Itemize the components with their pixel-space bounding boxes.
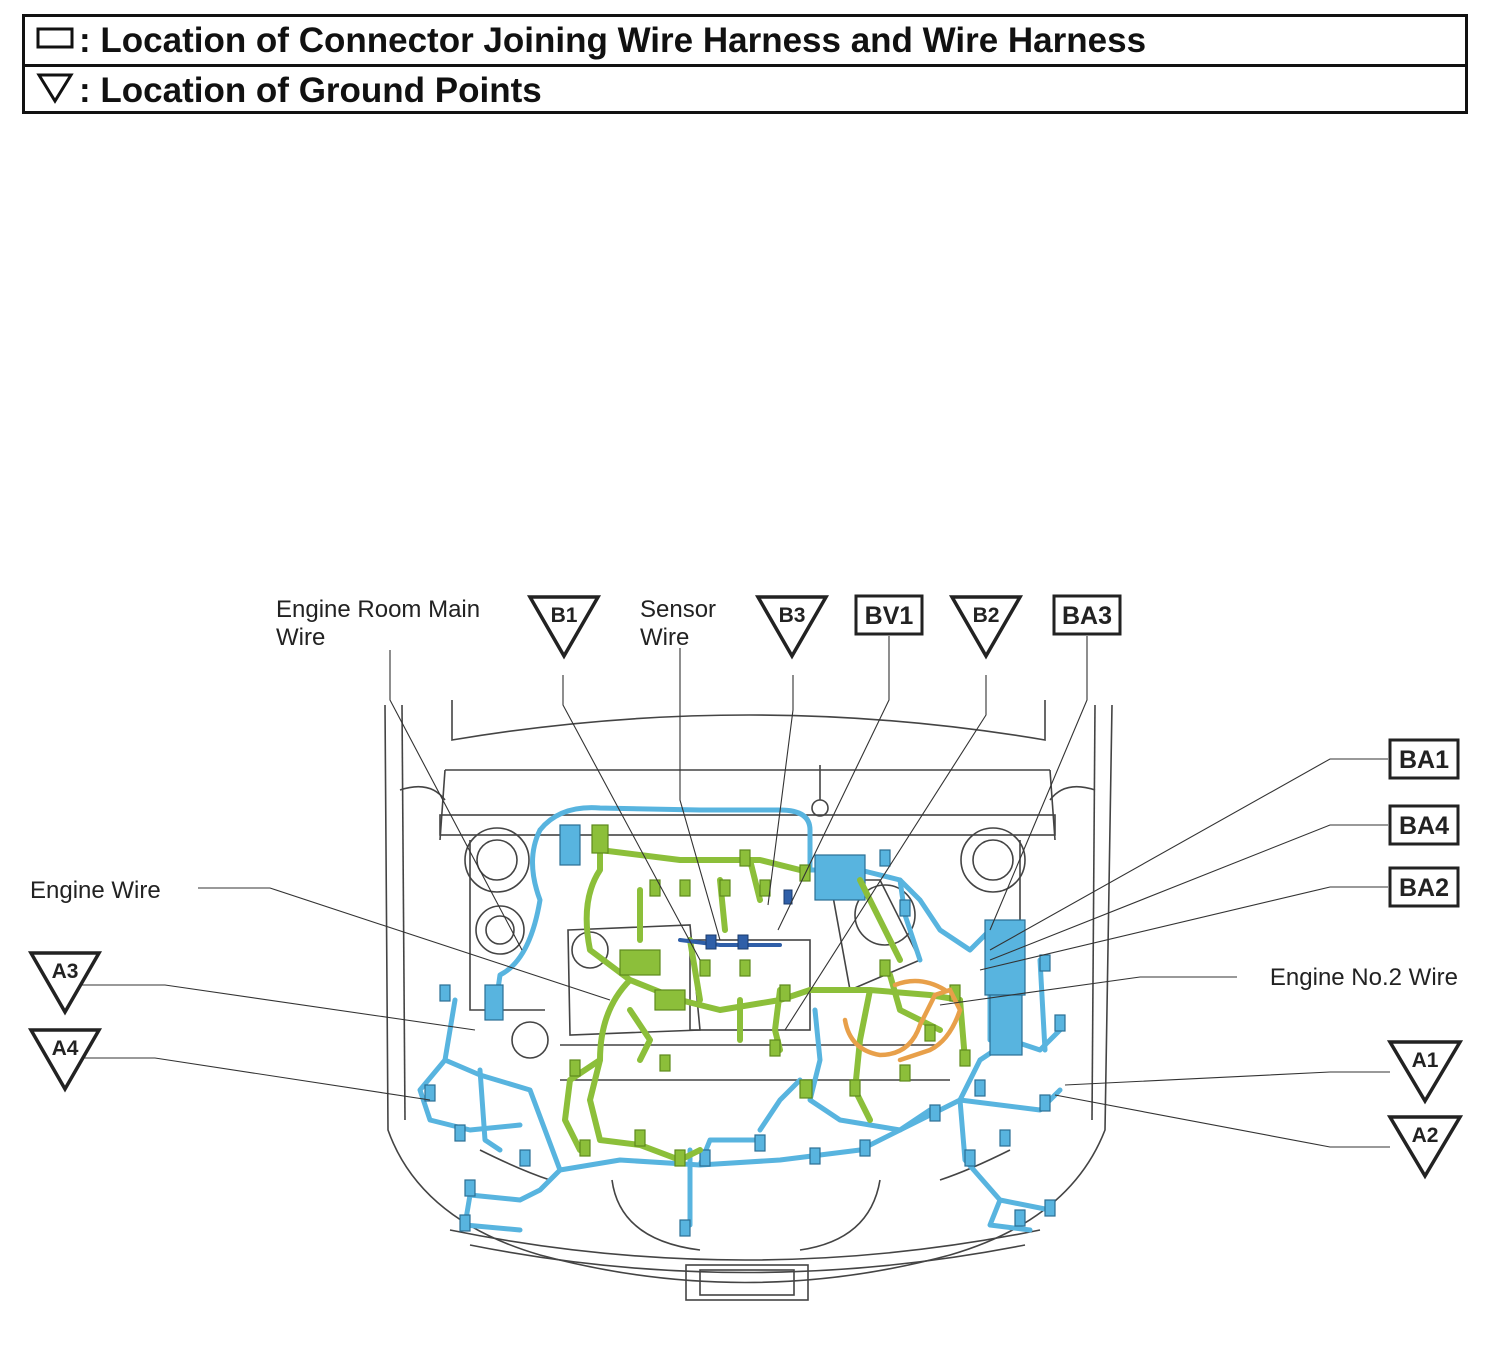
legend-connector-text: : Location of Connector Joining Wire Har… [79, 20, 1147, 60]
sensor-wire-harness [678, 938, 782, 947]
legend-ground-row: : Location of Ground Points [25, 67, 1465, 114]
label-engine-room-main-wire-line1: Engine Room Main [276, 596, 480, 623]
connector-tag-ba2: BA2 [1388, 866, 1460, 908]
ground-point-a3-text: A3 [52, 960, 79, 983]
connector-tag-ba1: BA1 [1388, 738, 1460, 780]
legend-box: : Location of Connector Joining Wire Har… [22, 14, 1468, 114]
connector-tag-ba3-text: BA3 [1062, 602, 1112, 630]
label-engine-room-main-wire-line2: Wire [276, 624, 325, 651]
ground-point-a4-text: A4 [52, 1037, 79, 1060]
legend-ground-text: : Location of Ground Points [79, 70, 542, 110]
triangle-down-icon [35, 71, 75, 110]
connector-tag-ba4-text: BA4 [1399, 812, 1449, 840]
ground-point-a2: A2 [1386, 1115, 1464, 1180]
label-engine-wire: Engine Wire [30, 877, 161, 904]
engine-wire-harness [562, 832, 968, 1163]
connector-tag-ba4: BA4 [1388, 804, 1460, 846]
connector-tag-ba2-text: BA2 [1399, 874, 1449, 902]
ground-point-a1: A1 [1386, 1040, 1464, 1105]
engine-no2-wire-harness [842, 978, 963, 1063]
ground-point-b2-text: B2 [973, 604, 1000, 627]
wire-labels: Engine Room Main Wire Sensor Wire Engine… [30, 596, 1458, 991]
ground-point-a4: A4 [27, 1028, 103, 1093]
sensor-wire-blocks [705, 889, 793, 950]
engine-room-main-wire-blocks [424, 824, 1066, 1237]
engine-wire-blocks [569, 824, 971, 1167]
leader-lines [82, 636, 1390, 1148]
car-outline [384, 700, 1113, 1301]
connector-tag-bv1-text: BV1 [865, 602, 914, 630]
ground-point-b1: B1 [526, 595, 602, 660]
ground-point-b3-text: B3 [779, 604, 806, 627]
connector-tag-ba3: BA3 [1052, 594, 1122, 636]
ground-point-a2-text: A2 [1412, 1124, 1439, 1147]
ground-point-b1-text: B1 [551, 604, 578, 627]
ground-point-b3: B3 [754, 595, 830, 660]
connector-tag-ba1-text: BA1 [1399, 746, 1449, 774]
legend-connector-row: : Location of Connector Joining Wire Har… [25, 17, 1465, 67]
label-sensor-wire-line1: Sensor [640, 596, 716, 623]
ground-point-a3: A3 [27, 951, 103, 1016]
label-sensor-wire-line2: Wire [640, 624, 689, 651]
connector-tag-bv1: BV1 [854, 594, 924, 636]
rectangle-icon [35, 25, 75, 56]
ground-point-b2: B2 [948, 595, 1024, 660]
ground-point-a1-text: A1 [1412, 1049, 1439, 1072]
label-engine-no2-wire: Engine No.2 Wire [1270, 964, 1458, 991]
